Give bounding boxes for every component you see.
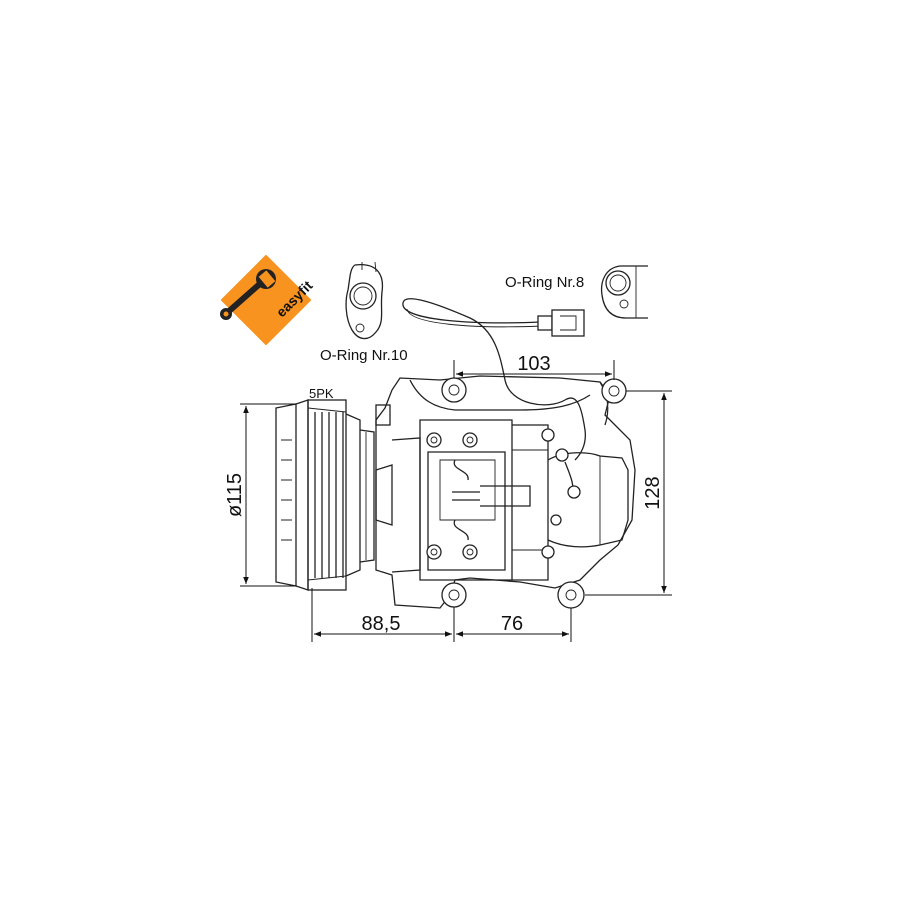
belt-label: 5PK (309, 386, 334, 401)
wrench-icon (220, 269, 276, 320)
badge-diamond (221, 255, 311, 345)
oring-10-label: O-Ring Nr.10 (320, 347, 408, 364)
oring-8-part (600, 265, 648, 319)
pulley (275, 399, 375, 591)
dim-bottom: 88,5 76 (311, 588, 572, 642)
oring-8-label: O-Ring Nr.8 (505, 274, 584, 291)
dim-pulley-diameter: ø115 (224, 403, 296, 587)
dim-height: 128 (585, 390, 672, 596)
easyfit-badge: easyfit (220, 255, 316, 345)
dim-top-width-value: 103 (517, 353, 550, 375)
dim-front-offset-value: 88,5 (362, 613, 401, 635)
dim-bottom-width-value: 76 (501, 613, 523, 635)
dim-pulley-diameter-value: ø115 (224, 473, 246, 517)
dim-height-value: 128 (642, 476, 664, 509)
wire-connector (551, 309, 585, 337)
dim-top-width: 103 (453, 353, 615, 380)
sensor-wire (402, 298, 586, 461)
bolts (426, 428, 581, 560)
compressor-body (375, 375, 636, 609)
oring-10-part (345, 261, 384, 340)
mounting-holes (441, 377, 627, 609)
